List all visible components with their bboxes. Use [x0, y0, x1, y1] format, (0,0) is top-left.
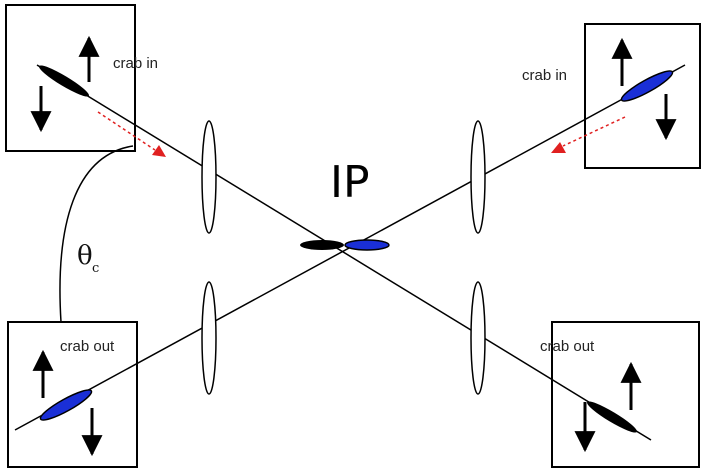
crab-out-label-left: crab out	[60, 338, 115, 355]
crossing-angle-symbol: θ	[77, 241, 93, 271]
focusing-lens-bottom-left	[201, 281, 217, 395]
focusing-lens-top-right	[470, 120, 486, 234]
crossing-angle-arc	[59, 145, 134, 323]
bunch-blue-ip	[344, 239, 390, 251]
kick-direction-arrow-right	[562, 116, 626, 147]
crab-cavity-box-bottom-left	[7, 321, 138, 468]
crab-in-label-left: crab in	[113, 55, 158, 72]
crab-in-label-right: crab in	[522, 67, 567, 84]
bunch-black-top-left	[39, 65, 89, 97]
ip-label: IP	[330, 157, 370, 208]
beam-line-1	[36, 64, 652, 441]
bunch-black-bottom-right	[587, 401, 637, 433]
kick-direction-arrowhead-left	[152, 145, 166, 157]
kick-direction-arrowhead-right	[551, 142, 566, 153]
crab-cavity-box-top-left	[5, 4, 136, 152]
crossing-angle-subscript: c	[92, 261, 99, 276]
bunch-blue-bottom-left	[39, 389, 93, 421]
focusing-lens-bottom-right	[470, 281, 486, 395]
bunch-blue-top-right	[620, 70, 674, 102]
bunch-black-ip	[300, 240, 344, 250]
crab-out-label-right: crab out	[540, 338, 595, 355]
crab-cavity-box-bottom-right	[551, 321, 700, 468]
focusing-lens-top-left	[201, 120, 217, 234]
crab-cavity-box-top-right	[584, 23, 701, 169]
